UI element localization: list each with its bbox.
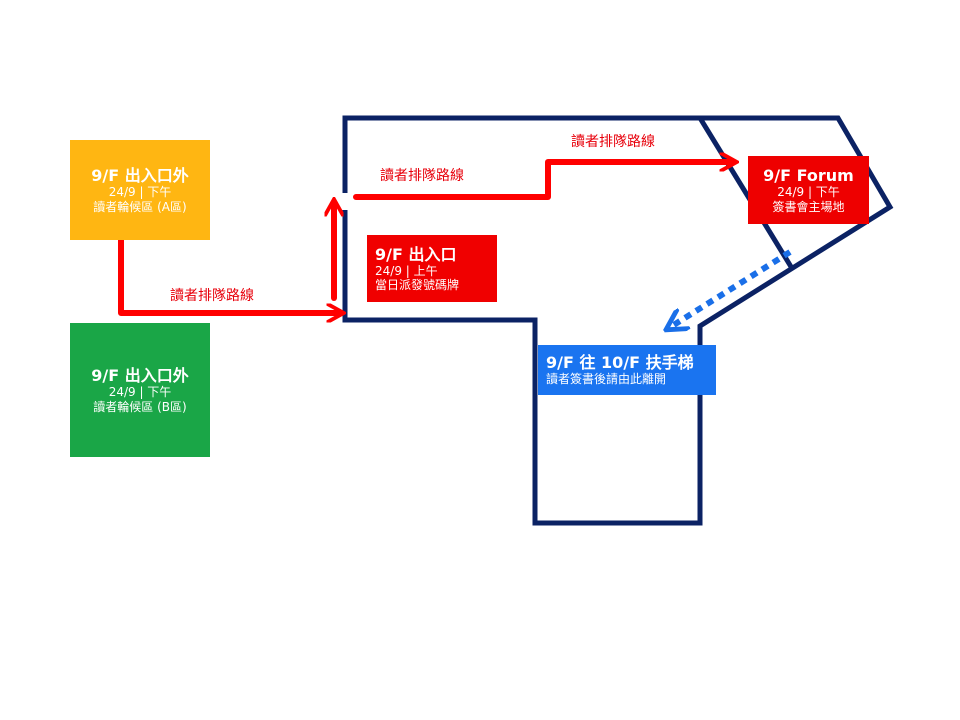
- queue-route: [118, 162, 733, 313]
- zone-b-box: 9/F 出入口外 24/9 | 下午 讀者輪候區 (B區): [70, 323, 210, 457]
- entrance-box: 9/F 出入口 24/9 | 上午 當日派發號碼牌: [367, 235, 497, 302]
- route-a-to-entrance: [118, 237, 340, 313]
- zone-a-desc: 讀者輪候區 (A區): [93, 199, 187, 214]
- forum-desc: 簽書會主場地: [772, 199, 845, 214]
- zone-a-box: 9/F 出入口外 24/9 | 下午 讀者輪候區 (A區): [70, 140, 210, 240]
- zone-b-desc: 讀者輪候區 (B區): [93, 399, 187, 414]
- route-entrance-to-forum: [353, 162, 733, 200]
- route-label-1: 讀者排隊路線: [170, 288, 254, 304]
- zone-a-date: 24/9 | 下午: [108, 185, 172, 200]
- escalator-title: 9/F 往 10/F 扶手梯: [546, 353, 694, 373]
- route-label-3: 讀者排隊路線: [571, 134, 655, 150]
- exit-route-arrow: [672, 249, 792, 326]
- outline-top-left-wall: [342, 115, 894, 526]
- floor-outline: [342, 115, 894, 526]
- zone-b-date: 24/9 | 下午: [108, 385, 172, 400]
- zone-b-title: 9/F 出入口外: [91, 366, 189, 386]
- outline-forum-divider: [697, 116, 796, 272]
- entrance-title: 9/F 出入口: [375, 244, 457, 264]
- entrance-desc: 當日派發號碼牌: [375, 278, 460, 293]
- escalator-box: 9/F 往 10/F 扶手梯 讀者簽書後請由此離開: [538, 345, 716, 395]
- zone-a-title: 9/F 出入口外: [91, 166, 189, 186]
- forum-date: 24/9 | 下午: [777, 185, 840, 200]
- forum-title: 9/F Forum: [763, 166, 854, 186]
- entrance-date: 24/9 | 上午: [375, 263, 438, 278]
- escalator-desc: 讀者簽書後請由此離開: [546, 372, 667, 387]
- forum-box: 9/F Forum 24/9 | 下午 簽書會主場地: [748, 156, 869, 224]
- route-label-2: 讀者排隊路線: [380, 168, 464, 184]
